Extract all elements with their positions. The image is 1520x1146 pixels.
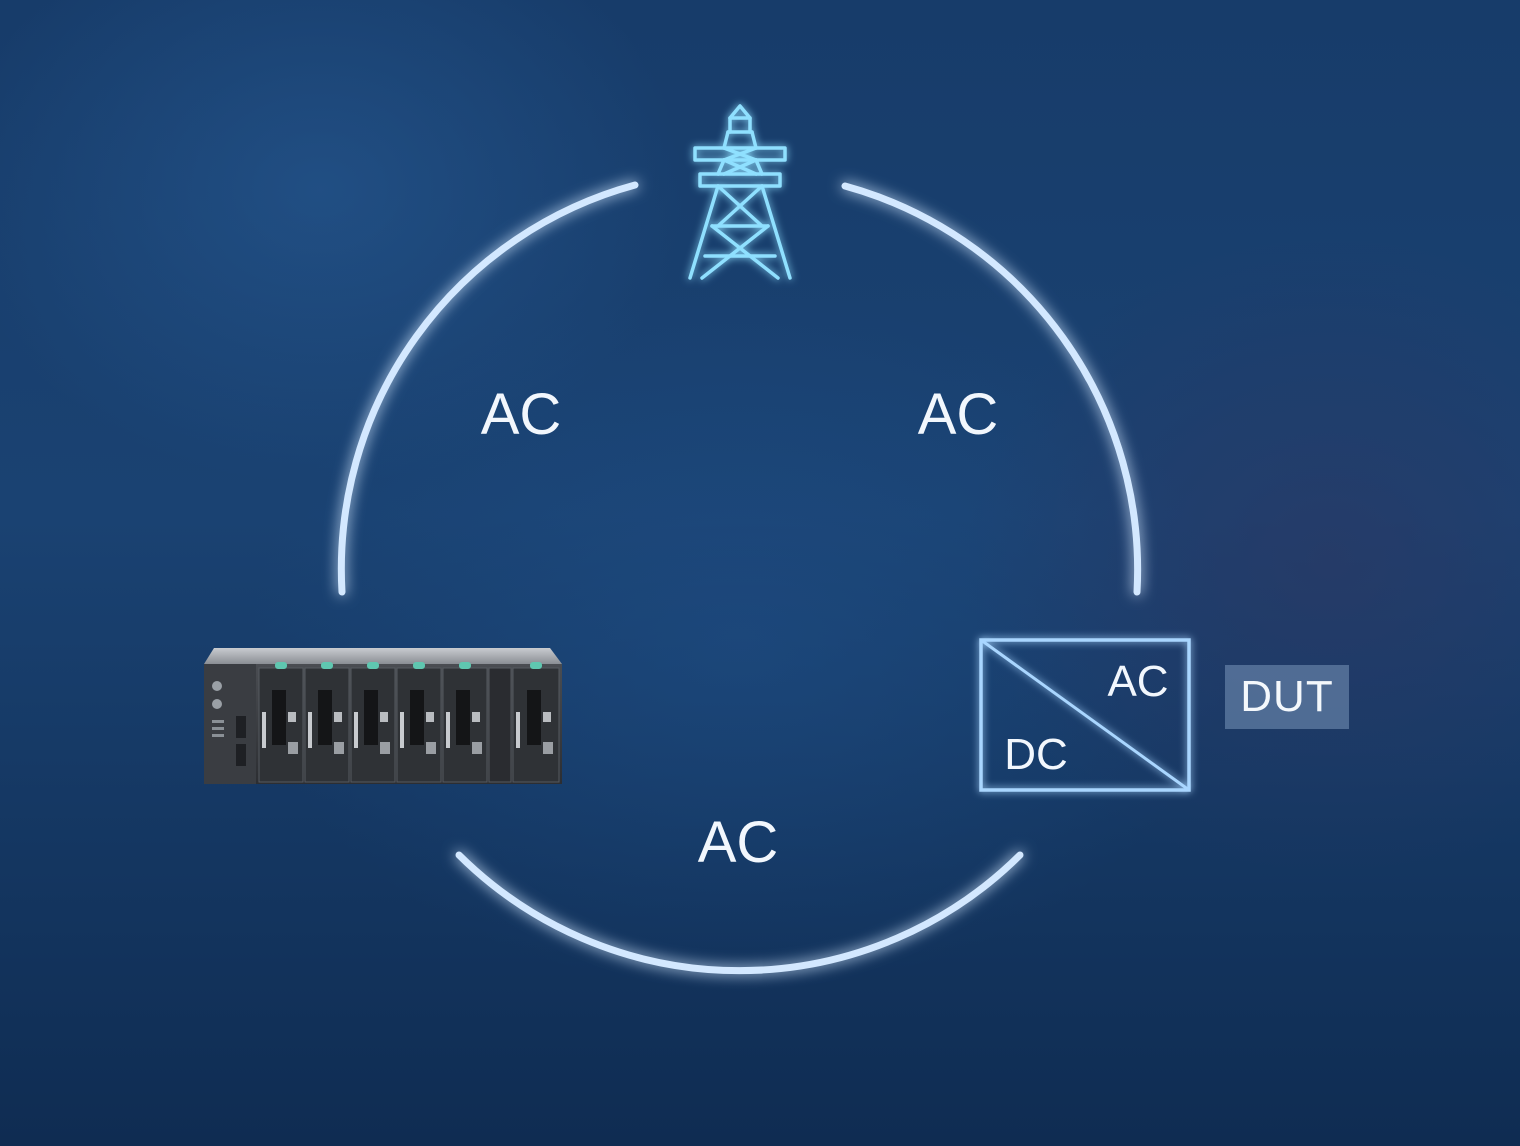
rack-module bbox=[396, 662, 442, 783]
rack-module bbox=[258, 662, 304, 783]
transmission-tower-icon bbox=[688, 104, 792, 280]
label-ac-right: AC bbox=[918, 382, 999, 447]
rack-module bbox=[442, 662, 488, 783]
rack-modules bbox=[258, 662, 560, 783]
label-ac-left: AC bbox=[481, 382, 562, 447]
rack-module bbox=[512, 662, 560, 783]
rack-module bbox=[304, 662, 350, 783]
ring bbox=[337, 181, 1142, 975]
label-ac-bottom: AC bbox=[698, 810, 779, 875]
power-rack-cabinet bbox=[204, 648, 562, 784]
ring-arc-bottom bbox=[455, 851, 1024, 975]
converter-ac-label: AC bbox=[1107, 657, 1168, 706]
converter-dc-label: DC bbox=[1004, 730, 1068, 779]
dut-badge: DUT bbox=[1225, 665, 1349, 729]
dc-ac-inverter-icon bbox=[979, 638, 1191, 792]
ring-arc-top-right bbox=[841, 182, 1142, 596]
ring-arc-top-left bbox=[337, 181, 639, 596]
rack-module bbox=[350, 662, 396, 783]
